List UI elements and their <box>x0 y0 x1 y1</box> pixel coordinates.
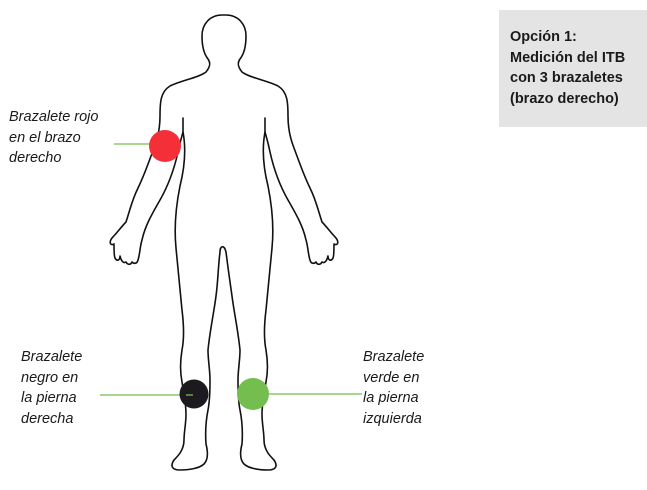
red-arm-cuff-marker <box>149 130 181 162</box>
green-cuff-label: Brazalete verde en la pierna izquierda <box>363 347 424 429</box>
green-cuff-label-line-2: verde en <box>363 369 420 386</box>
info-line-3: con 3 brazaletes <box>510 70 623 86</box>
red-cuff-label-line-2: en el brazo <box>9 129 81 146</box>
info-line-4: (brazo derecho) <box>510 90 619 107</box>
black-cuff-label-line-3: la pierna <box>21 390 77 406</box>
leader-lines <box>100 143 362 396</box>
body-outline <box>109 14 339 471</box>
green-cuff-label-line-3: la pierna <box>363 390 419 406</box>
info-line-2: Medición del ITB <box>510 49 626 66</box>
option-info-box: Opción 1: Medición del ITB con 3 brazale… <box>499 10 647 127</box>
black-cuff-label-line-2: negro en <box>21 369 79 386</box>
red-cuff-label-line-1: Brazalete rojo <box>9 109 99 125</box>
green-cuff-label-line-1: Brazalete <box>363 349 425 365</box>
green-leg-cuff-marker <box>237 378 269 410</box>
green-cuff-label-line-4: izquierda <box>363 410 422 427</box>
black-leg-cuff-marker <box>179 379 209 409</box>
black-cuff-label: Brazalete negro en la pierna derecha <box>21 347 82 429</box>
info-line-1: Opción 1: <box>510 29 577 45</box>
black-cuff-label-line-1: Brazalete <box>21 349 83 365</box>
black-cuff-label-line-4: derecha <box>21 410 74 427</box>
red-cuff-label: Brazalete rojo en el brazo derecho <box>9 107 98 169</box>
red-cuff-label-line-3: derecho <box>9 150 62 166</box>
